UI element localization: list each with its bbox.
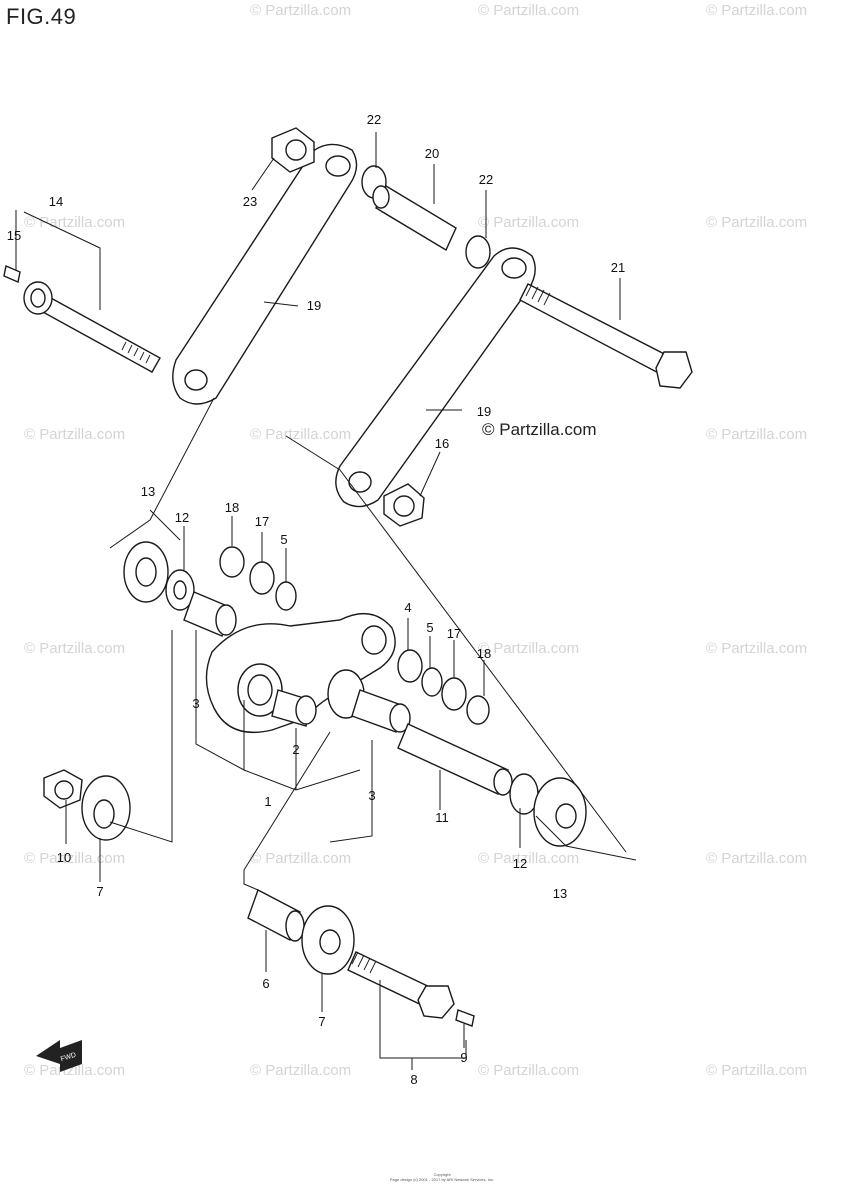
callout-5-lower: 5 — [426, 620, 433, 635]
leader-lines — [15, 132, 637, 1070]
callout-17-upper: 17 — [255, 514, 269, 529]
bushing-3-left — [183, 591, 237, 637]
seal-13-right — [533, 777, 587, 847]
callout-11: 11 — [435, 810, 449, 825]
watermark: © Partzilla.com — [250, 850, 352, 867]
watermark: © Partzilla.com — [250, 2, 352, 19]
nut-10 — [43, 769, 83, 809]
watermark: © Partzilla.com — [24, 640, 126, 657]
callout-4: 4 — [404, 600, 411, 615]
callout-1: 1 — [264, 794, 271, 809]
link-arm-19-right — [335, 247, 536, 508]
callout-12-left: 12 — [175, 510, 189, 525]
collar-2 — [271, 689, 317, 727]
watermark: © Partzilla.com — [250, 1062, 352, 1079]
figure-title: FIG.49 — [6, 4, 77, 29]
circlip-5-upper — [275, 581, 297, 611]
watermark: © Partzilla.com — [706, 640, 808, 657]
watermark: © Partzilla.com — [24, 1062, 126, 1079]
grease-nipple-9 — [455, 1009, 475, 1027]
watermark: © Partzilla.com — [478, 2, 580, 19]
watermark-main: © Partzilla.com — [482, 420, 597, 439]
callout-18-lower: 18 — [477, 646, 491, 661]
callout-6: 6 — [262, 976, 269, 991]
callout-21: 21 — [611, 260, 625, 275]
watermark: © Partzilla.com — [24, 426, 126, 443]
washer-12-left — [165, 569, 195, 611]
footer: Copyright Page design (c) 2001 - 2017 by… — [372, 1172, 512, 1182]
bushing-3-right — [327, 669, 411, 733]
watermark: © Partzilla.com — [706, 426, 808, 443]
footer-credit: Page design (c) 2001 - 2017 by ARI Netwo… — [389, 1177, 495, 1182]
footer-copyright: Copyright — [433, 1172, 451, 1177]
washer-7-lower — [301, 905, 355, 975]
callout-15: 15 — [7, 228, 21, 243]
callout-13-right: 13 — [553, 886, 567, 901]
link-arm-19-left — [172, 143, 358, 405]
watermark: © Partzilla.com — [706, 2, 808, 19]
watermark: © Partzilla.com — [478, 640, 580, 657]
watermark: © Partzilla.com — [706, 214, 808, 231]
callout-18-upper: 18 — [225, 500, 239, 515]
front-arrow-label: FWD — [60, 1052, 77, 1064]
nut-16 — [383, 483, 425, 527]
washer-22-right — [465, 235, 491, 269]
watermark: © Partzilla.com — [250, 426, 352, 443]
watermark: © Partzilla.com — [478, 850, 580, 867]
bolt-8 — [347, 951, 455, 1019]
nut-23 — [271, 127, 315, 173]
callout-20: 20 — [425, 146, 439, 161]
sleeve-20 — [372, 184, 457, 252]
watermark: © Partzilla.com — [706, 850, 808, 867]
callout-5-upper: 5 — [280, 532, 287, 547]
callout-22-left: 22 — [367, 112, 381, 127]
watermark: © Partzilla.com — [24, 214, 126, 231]
bolt-14 — [23, 281, 161, 373]
callout-12-right: 12 — [513, 856, 527, 871]
watermark: © Partzilla.com — [706, 1062, 808, 1079]
callout-2: 2 — [292, 742, 299, 757]
callout-3-right: 3 — [368, 788, 375, 803]
callout-8: 8 — [410, 1072, 417, 1087]
bearing-18-upper — [219, 546, 245, 578]
callout-17-lower: 17 — [447, 626, 461, 641]
callouts: 14 15 23 22 20 22 21 19 19 16 13 12 18 1… — [7, 112, 625, 1087]
callout-14: 14 — [49, 194, 63, 209]
callout-16: 16 — [435, 436, 449, 451]
seal-13-left — [123, 541, 169, 603]
callout-13-left: 13 — [141, 484, 155, 499]
seal-17-upper — [249, 561, 275, 595]
washer-7-left — [81, 775, 131, 841]
callout-7-lower: 7 — [318, 1014, 325, 1029]
grease-nipple-15 — [3, 265, 21, 283]
callout-3-left: 3 — [192, 696, 199, 711]
callout-7-left: 7 — [96, 884, 103, 899]
callout-9: 9 — [460, 1050, 467, 1065]
cushion-lever-1 — [205, 612, 396, 734]
watermark: © Partzilla.com — [478, 214, 580, 231]
bolt-21 — [519, 283, 693, 389]
callout-22-right: 22 — [479, 172, 493, 187]
bearing-18-lower — [466, 695, 490, 725]
callout-19-left: 19 — [307, 298, 321, 313]
spacer-11 — [397, 723, 513, 796]
seal-17-lower — [441, 677, 467, 711]
front-arrow-icon: FWD — [36, 1040, 82, 1072]
bearing-4 — [397, 649, 423, 683]
collar-6 — [247, 889, 305, 942]
callout-10: 10 — [57, 850, 71, 865]
callout-19-right: 19 — [477, 404, 491, 419]
callout-23: 23 — [243, 194, 257, 209]
circlip-5-lower — [421, 667, 443, 697]
watermark: © Partzilla.com — [478, 1062, 580, 1079]
